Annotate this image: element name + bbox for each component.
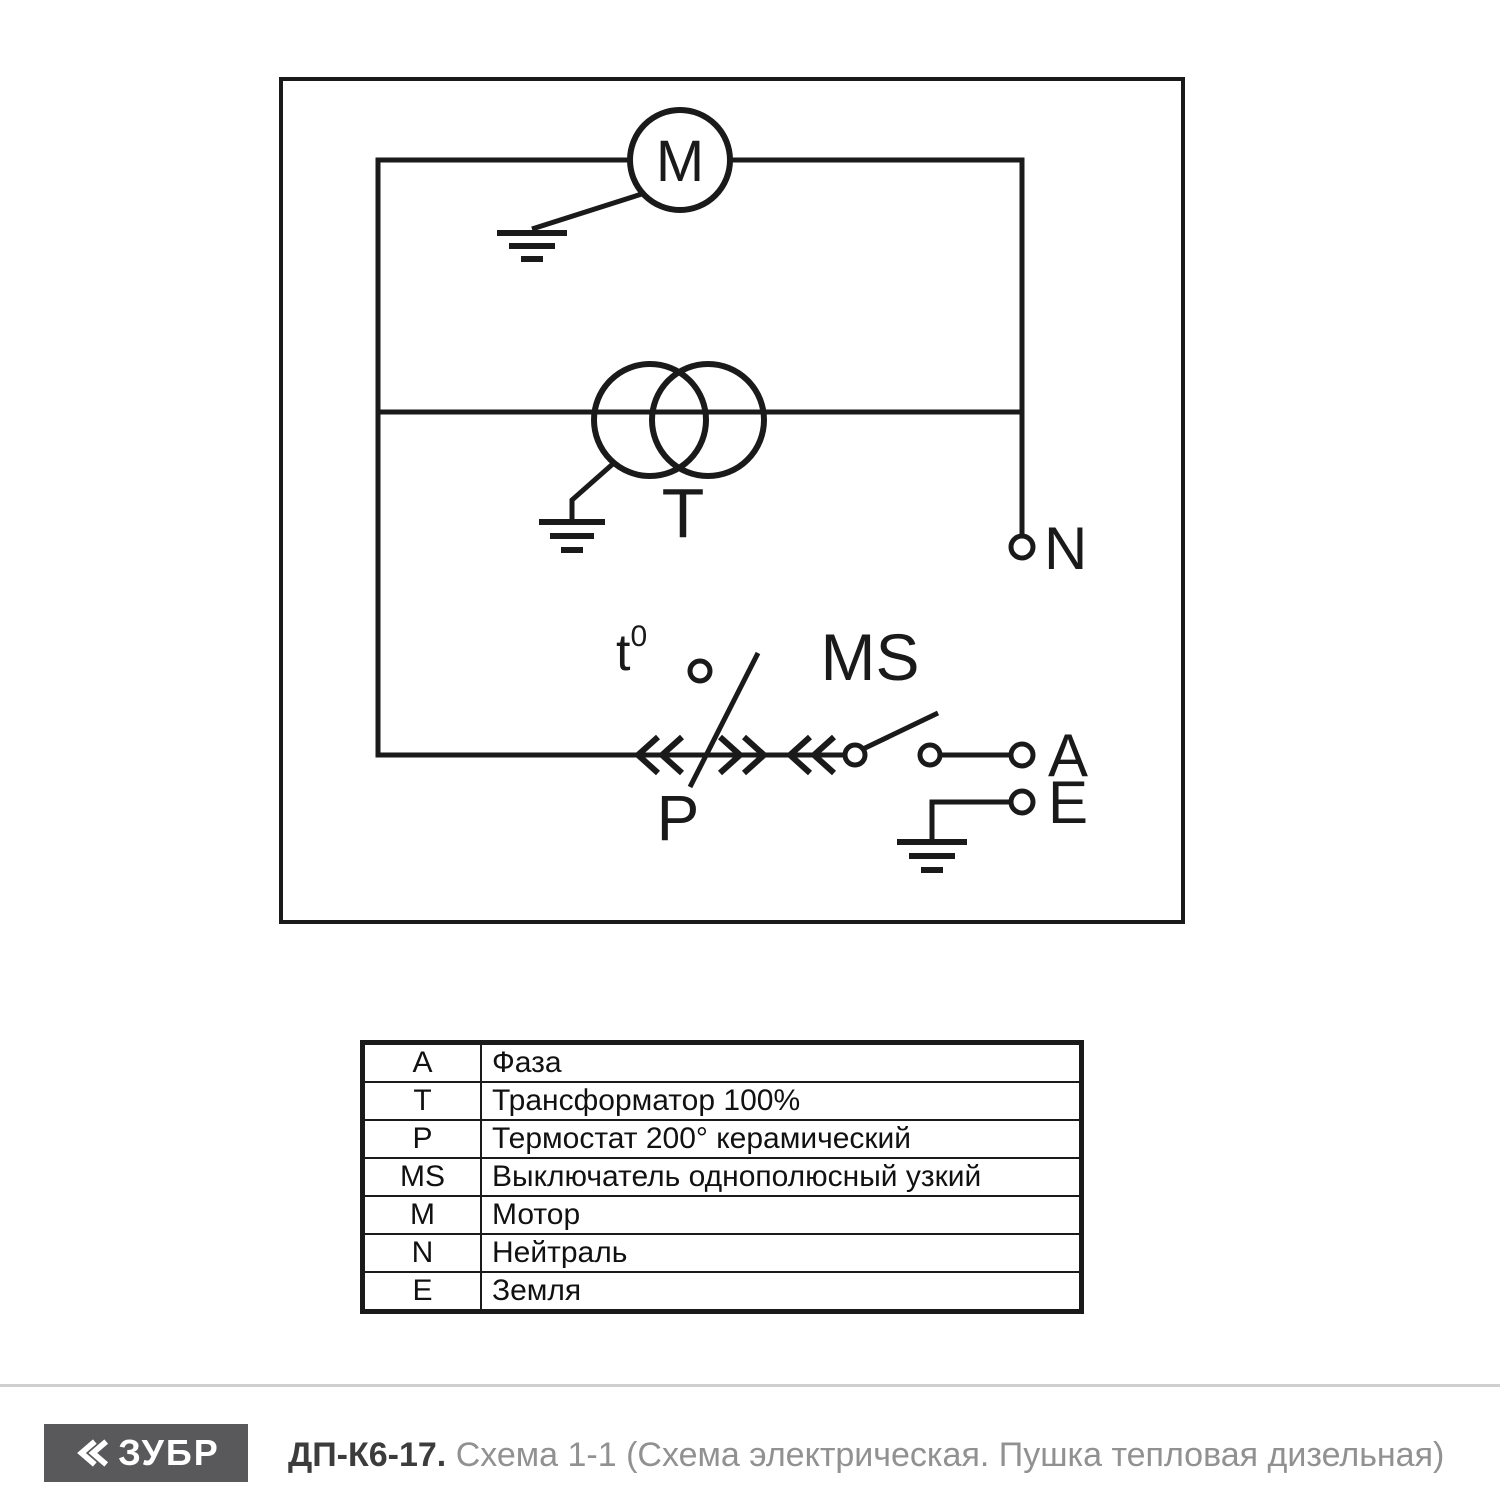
wires [375,157,1025,842]
motor-circle [627,107,733,213]
terminal-neutral: N [1008,515,1087,582]
ground-symbol-transformer [539,519,605,553]
motor-symbol: M [531,107,733,232]
thermostat-symbol: t0 P [616,620,761,854]
phase-label: A [1048,722,1088,789]
legend-symbol: N [365,1235,482,1271]
switch-label: MS [821,620,920,694]
switch-contact-right [917,742,943,768]
wire-right-to-neutral [730,157,1025,536]
table-row: T Трансформатор 100% [365,1081,1079,1119]
footer-divider [0,1384,1500,1387]
legend-symbol: T [365,1083,482,1119]
neutral-label: N [1044,515,1087,582]
thermostat-pivot-circle [687,658,713,684]
legend-symbol: A [365,1045,482,1081]
legend-description: Мотор [492,1198,581,1231]
legend-symbol: E [365,1273,482,1309]
ground-symbol-switch [897,839,967,873]
motor-label: M [656,129,704,194]
transformer-label: T [662,474,705,552]
model-number: ДП-К6-17. [288,1436,447,1474]
wire-left-and-bottom [375,157,845,758]
connector-chevrons [633,734,837,776]
legend-description: Выключатель однополюсный узкий [492,1160,982,1193]
transformer-coil-left [591,361,709,479]
legend-symbol: MS [365,1159,482,1195]
table-row: P Термостат 200° керамический [365,1119,1079,1157]
chevron-left-icon [657,734,685,776]
chevron-right-icon [741,734,769,776]
zubr-logo-icon [77,1439,109,1467]
chevron-right-icon [717,734,745,776]
table-row: E Земля [365,1271,1079,1309]
legend-symbol: M [365,1197,482,1233]
zubr-logo: ЗУБР [44,1424,248,1482]
chevron-left-icon [633,734,661,776]
legend-description: Фаза [492,1046,562,1079]
phase-terminal-circle [1008,741,1036,769]
wire-earth [929,799,1011,842]
thermostat-label: P [657,782,700,854]
legend-table: A Фаза T Трансформатор 100% P Термостат … [360,1040,1084,1314]
earth-label: E [1048,769,1088,836]
table-row: A Фаза [365,1045,1079,1081]
wiring-diagram: M T N t0 P [279,77,1185,924]
figure-caption: ДП-К6-17. Схема 1-1 (Схема электрическая… [288,1436,1445,1474]
switch-symbol: MS [821,620,943,768]
zubr-logo-text: ЗУБР [118,1432,220,1473]
terminal-phase: A [1008,722,1088,789]
table-row: MS Выключатель однополюсный узкий [365,1157,1079,1195]
table-row: M Мотор [365,1195,1079,1233]
motor-ground-lead [531,190,646,232]
legend-symbol: P [365,1121,482,1157]
transformer-coil-right [649,361,767,479]
ground-symbol-motor [497,230,567,262]
legend-description: Термостат 200° керамический [492,1122,912,1155]
terminal-earth: E [1008,769,1088,836]
chevron-left-icon [785,734,813,776]
table-row: N Нейтраль [365,1233,1079,1271]
chevron-left-icon [809,734,837,776]
caption-text: Схема 1-1 (Схема электрическая. Пушка те… [455,1436,1445,1474]
switch-lever [861,710,940,752]
legend-description: Земля [492,1274,582,1307]
thermostat-temp-label: t0 [616,620,647,682]
earth-terminal-circle [1008,788,1036,816]
neutral-terminal-circle [1008,533,1036,561]
transformer-symbol [569,361,767,520]
legend-description: Нейтраль [492,1236,628,1269]
diagram-frame [279,77,1185,924]
transformer-ground-lead [569,460,617,520]
switch-contact-left [842,742,868,768]
legend-description: Трансформатор 100% [492,1084,801,1117]
thermostat-lever [687,651,761,789]
